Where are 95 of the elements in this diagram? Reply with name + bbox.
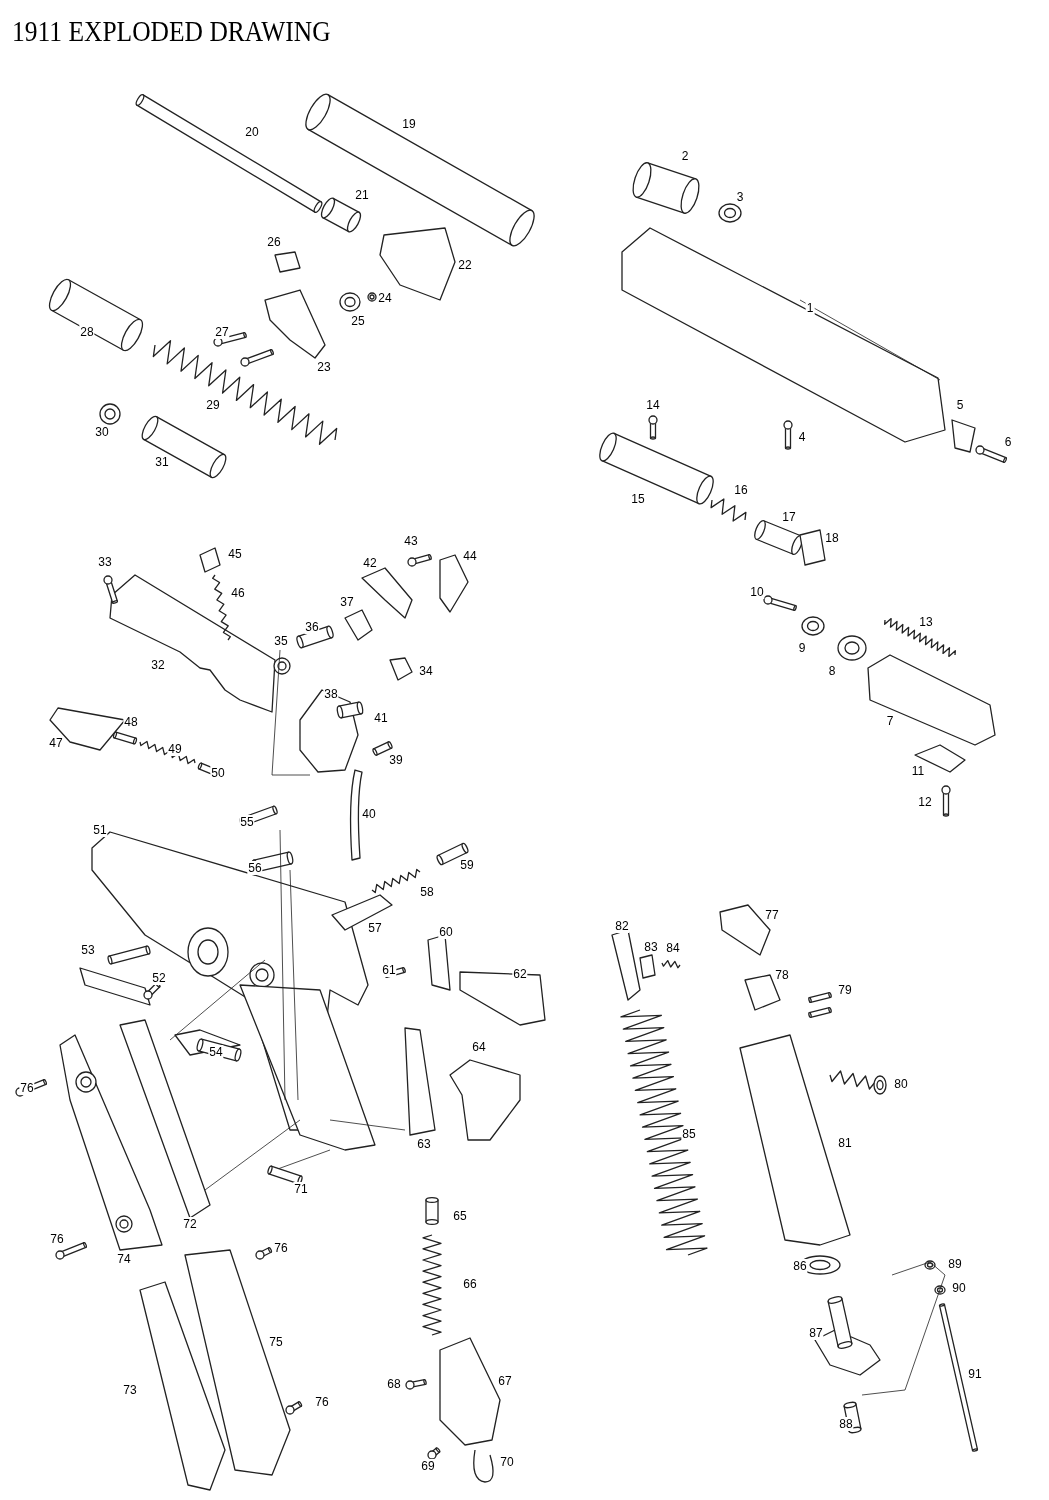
callout-number: 54	[208, 1045, 224, 1059]
callout-number: 29	[205, 398, 221, 412]
callout-number: 65	[452, 1209, 468, 1223]
callout-number: 20	[244, 125, 260, 139]
callout-number: 33	[97, 555, 113, 569]
callout-number: 68	[386, 1377, 402, 1391]
callout-number: 75	[268, 1335, 284, 1349]
callout-number: 37	[339, 595, 355, 609]
callout-number: 18	[824, 531, 840, 545]
callout-number: 19	[401, 117, 417, 131]
callout-number: 70	[499, 1455, 515, 1469]
callout-number: 67	[497, 1374, 513, 1388]
callout-number: 31	[154, 455, 170, 469]
callout-number: 30	[94, 425, 110, 439]
callout-number: 83	[643, 940, 659, 954]
title: 1911 EXPLODED DRAWING	[12, 14, 331, 48]
callout-number: 41	[373, 711, 389, 725]
callout-number: 56	[247, 861, 263, 875]
callout-number: 27	[214, 325, 230, 339]
callout-number: 88	[838, 1417, 854, 1431]
callout-number: 3	[735, 190, 745, 204]
callout-number: 40	[361, 807, 377, 821]
callout-number: 63	[416, 1137, 432, 1151]
callout-number: 8	[827, 664, 837, 678]
callout-number: 39	[388, 753, 404, 767]
callout-number: 62	[512, 967, 528, 981]
callout-number: 66	[462, 1277, 478, 1291]
callout-number: 60	[438, 925, 454, 939]
callout-number: 21	[354, 188, 370, 202]
callout-number: 28	[79, 325, 95, 339]
callout-number: 82	[614, 919, 630, 933]
callout-number: 91	[967, 1367, 983, 1381]
callout-number: 72	[182, 1217, 198, 1231]
callout-number: 52	[151, 971, 167, 985]
callout-number: 15	[630, 492, 646, 506]
callout-number: 89	[947, 1257, 963, 1271]
callout-number: 13	[918, 615, 934, 629]
callout-number: 84	[665, 941, 681, 955]
callout-number: 86	[792, 1259, 808, 1273]
callout-number: 45	[227, 547, 243, 561]
callout-number: 85	[681, 1127, 697, 1141]
callout-number: 46	[230, 586, 246, 600]
callout-number: 69	[420, 1459, 436, 1473]
callout-number: 1	[805, 301, 815, 315]
callout-number: 9	[797, 641, 807, 655]
callout-number: 4	[797, 430, 807, 444]
callout-number: 59	[459, 858, 475, 872]
callout-number: 71	[293, 1182, 309, 1196]
callout-number: 73	[122, 1383, 138, 1397]
callout-number: 42	[362, 556, 378, 570]
callout-number: 11	[910, 764, 926, 778]
callout-number: 17	[781, 510, 797, 524]
callout-number: 22	[457, 258, 473, 272]
callout-number: 50	[210, 766, 226, 780]
callout-number: 49	[167, 742, 183, 756]
callout-number: 16	[733, 483, 749, 497]
callout-number: 7	[885, 714, 895, 728]
callout-number: 48	[123, 715, 139, 729]
callout-number: 26	[266, 235, 282, 249]
callout-number: 76	[314, 1395, 330, 1409]
callout-number: 10	[749, 585, 765, 599]
callout-number: 25	[350, 314, 366, 328]
callout-number: 81	[837, 1136, 853, 1150]
callout-number: 64	[471, 1040, 487, 1054]
callout-number: 61	[381, 963, 397, 977]
callout-number: 53	[80, 943, 96, 957]
callout-number: 23	[316, 360, 332, 374]
callout-number: 79	[837, 983, 853, 997]
callout-number: 24	[377, 291, 393, 305]
callout-number: 38	[323, 687, 339, 701]
callout-number: 80	[893, 1077, 909, 1091]
callout-number: 35	[273, 634, 289, 648]
callout-number: 5	[955, 398, 965, 412]
callout-number: 51	[92, 823, 108, 837]
callout-number: 6	[1003, 435, 1013, 449]
callout-number: 47	[48, 736, 64, 750]
callout-number: 58	[419, 885, 435, 899]
callout-number: 43	[403, 534, 419, 548]
callout-number: 36	[304, 620, 320, 634]
callout-number: 44	[462, 549, 478, 563]
callout-number: 87	[808, 1326, 824, 1340]
callout-number: 76	[19, 1081, 35, 1095]
callout-number: 12	[917, 795, 933, 809]
callout-number: 55	[239, 815, 255, 829]
callout-number: 14	[645, 398, 661, 412]
callout-number: 77	[764, 908, 780, 922]
callout-number: 76	[49, 1232, 65, 1246]
callout-number: 78	[774, 968, 790, 982]
callout-number: 76	[273, 1241, 289, 1255]
callout-number: 34	[418, 664, 434, 678]
callout-number: 74	[116, 1252, 132, 1266]
callout-number: 57	[367, 921, 383, 935]
callout-number: 90	[951, 1281, 967, 1295]
callout-number: 32	[150, 658, 166, 672]
callout-number: 2	[680, 149, 690, 163]
